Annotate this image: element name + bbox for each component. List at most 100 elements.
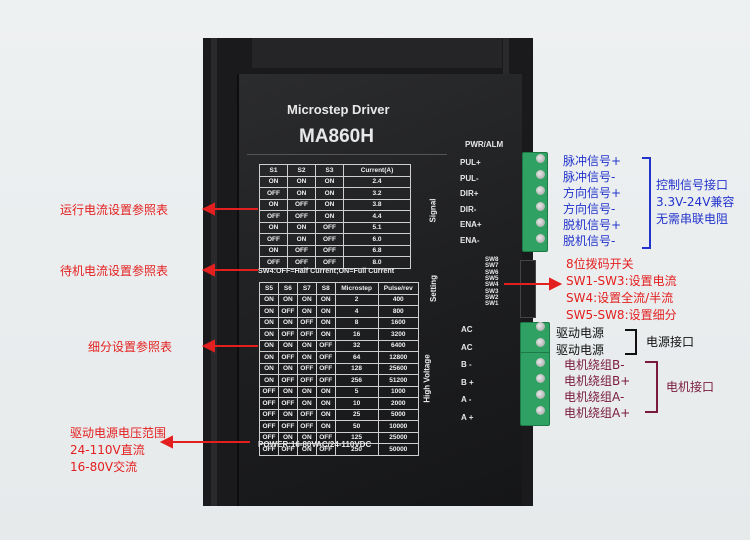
power-rating: POWER:16-80VAC/24-110VDC: [258, 440, 372, 449]
pin-label: SW7: [485, 262, 499, 270]
terminal-screw[interactable]: [536, 322, 545, 331]
pin-label: ENA-: [460, 235, 480, 245]
arrowhead: [549, 277, 563, 291]
dip-sw1-3-note: SW1-SW3:设置电流: [566, 274, 677, 288]
table-cell: OFF: [259, 256, 288, 269]
pin-label: SW5: [485, 274, 499, 282]
terminal-screw[interactable]: [536, 358, 545, 367]
table-cell: OFF: [287, 210, 316, 223]
table-cell: ON: [296, 351, 317, 364]
table-cell: OFF: [259, 397, 279, 410]
driver-front-panel: Microstep Driver MA860H S1 S2 S3 Current…: [237, 74, 522, 506]
pin-label: SW6: [485, 268, 499, 276]
table-cell: OFF: [259, 210, 288, 223]
motor-bracket: [645, 361, 658, 413]
power-note-ac1: 驱动电源: [556, 326, 605, 340]
table-cell: OFF: [315, 443, 336, 456]
signal-note: 脉冲信号-: [563, 170, 616, 184]
pin-label: SW1: [485, 300, 499, 308]
title-divider: [247, 154, 447, 155]
terminal-screw[interactable]: [536, 218, 545, 227]
power-range-note: 驱动电源电压范围: [70, 426, 167, 440]
signal-note: 脱机信号+: [563, 218, 622, 232]
table-cell: ON: [277, 362, 298, 375]
table-header-cell: Current(A): [343, 164, 411, 177]
heatsink-top-edge: [252, 38, 502, 68]
table-cell: ON: [259, 293, 279, 306]
pin-label: AC: [461, 342, 473, 352]
idle-current-note: 待机电流设置参照表: [60, 264, 169, 278]
pin-label: ENA+: [460, 220, 482, 229]
terminal-screw[interactable]: [536, 186, 545, 195]
pin-label: AC: [461, 325, 473, 334]
terminal-screw[interactable]: [536, 154, 545, 163]
table-cell: 8.0: [343, 256, 411, 269]
table-cell: ON: [259, 339, 279, 352]
terminal-screw[interactable]: [536, 374, 545, 383]
table-cell: 5.1: [343, 221, 411, 234]
table-header-cell: S3: [315, 164, 344, 177]
dip-sw5-8-note: SW5-SW8:设置细分: [566, 308, 677, 322]
signal-note: 脱机信号-: [563, 234, 616, 248]
motor-interface-note: 电机接口: [666, 380, 715, 394]
table-cell: ON: [277, 431, 298, 444]
pin-label: SW3: [485, 287, 499, 295]
signal-note: 方向信号-: [563, 202, 616, 216]
power-bracket: [625, 329, 637, 355]
dip-sw4-note: SW4:设置全流/半流: [566, 291, 674, 305]
table-cell: ON: [315, 175, 344, 188]
microstep-note: 细分设置参照表: [88, 340, 173, 354]
table-cell: 250: [334, 443, 379, 456]
no-resistor-note: 无需串联电阻: [656, 212, 729, 226]
dip-switch-block[interactable]: [520, 260, 536, 318]
arrowhead: [201, 339, 215, 353]
terminal-screw[interactable]: [536, 170, 545, 179]
terminal-screw[interactable]: [536, 202, 545, 211]
arrowhead: [201, 202, 215, 216]
driver-title: Microstep Driver: [287, 102, 390, 117]
pin-label: DIR+: [460, 189, 479, 198]
table-cell: ON: [296, 443, 317, 456]
pin-label: SW4: [485, 281, 499, 289]
pin-label: B -: [461, 360, 472, 369]
terminal-screw[interactable]: [536, 234, 545, 243]
table-header-row: S5 S6 S7 S8 Microstep Pulse/rev: [259, 282, 420, 295]
table-cell: OFF: [315, 233, 344, 246]
motor-terminal-block: [520, 352, 550, 426]
table-cell: OFF: [277, 443, 298, 456]
table-cell: OFF: [277, 374, 298, 387]
voltage-compat-note: 3.3V-24V兼容: [656, 195, 735, 209]
terminal-screw[interactable]: [536, 338, 545, 347]
pin-label: SW2: [485, 293, 499, 301]
arrowhead: [201, 263, 215, 277]
table-cell: 3.2: [343, 187, 411, 200]
power-range-ac: 16-80V交流: [70, 460, 138, 474]
table-cell: 6.0: [343, 233, 411, 246]
terminal-screw[interactable]: [536, 390, 545, 399]
motor-note-b-minus: 电机绕组B-: [564, 358, 625, 372]
table-header-cell: S1: [259, 164, 288, 177]
table-cell: 50000: [377, 443, 420, 456]
motor-note-a-plus: 电机绕组A+: [564, 406, 631, 420]
terminal-screw[interactable]: [536, 406, 545, 415]
pin-label: SW8: [485, 256, 499, 263]
arrowhead: [159, 435, 173, 449]
signal-note: 方向信号+: [563, 186, 622, 200]
pin-label: PUL+: [460, 158, 481, 167]
sw4-note: SW4:OFF=Half Current;ON=Full Current: [258, 266, 395, 275]
table-cell: 4.4: [343, 210, 411, 223]
pwr-alm-label: PWR/ALM: [465, 140, 504, 149]
pin-label: A +: [461, 412, 474, 422]
power-range-dc: 24-110V直流: [70, 443, 145, 457]
